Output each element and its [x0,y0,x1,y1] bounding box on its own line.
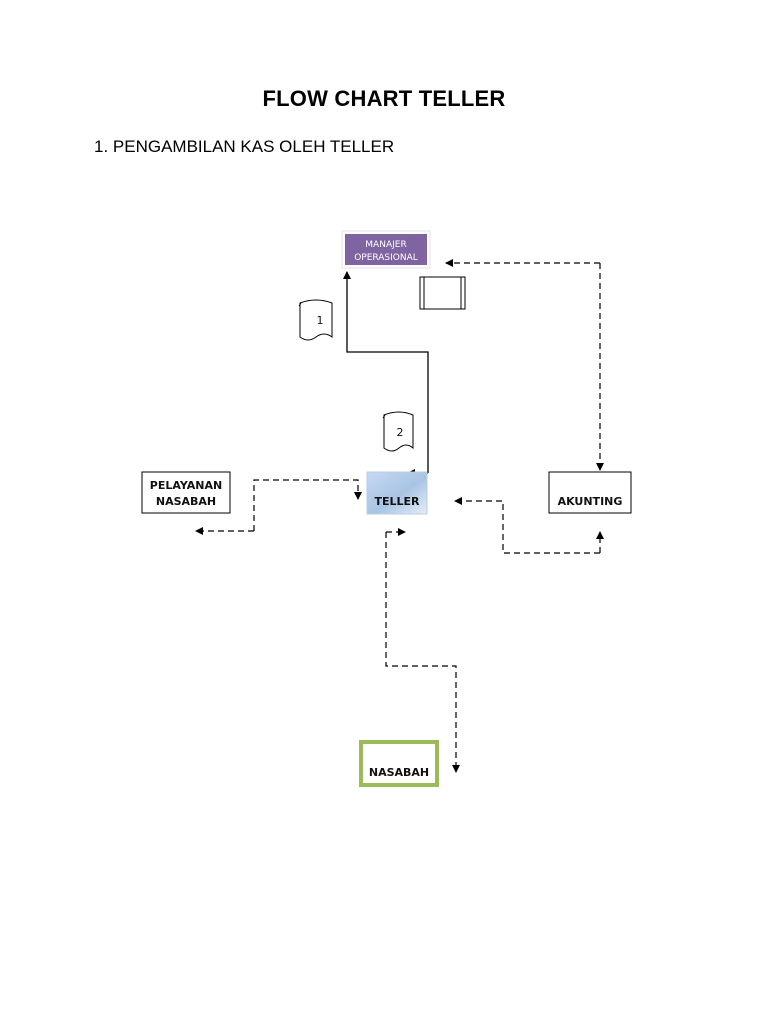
pelayanan-nasabah-box [141,471,231,514]
teller-label: TELLER [374,495,420,508]
akunting-node: AKUNTING [548,471,632,514]
document-number-2: 2 [397,426,404,439]
nasabah-box [359,740,439,787]
section-heading: 1. PENGAMBILAN KAS OLEH TELLER [94,137,395,156]
document-number-1: 1 [317,314,324,327]
nasabah-node: NASABAH [359,740,439,787]
dashed-connector-teller-pelayanan [195,479,362,535]
page-title: FLOW CHART TELLER [262,86,506,111]
document-shape-2: 2 [382,411,414,452]
akunting-label: AKUNTING [558,495,623,508]
dashed-connector-manajer-akunting [445,259,604,471]
pelayanan-nasabah-node: PELAYANAN NASABAH [141,471,231,514]
manajer-operasional-node: MANAJER OPERASIONAL [341,230,431,269]
predefined-process-shape [419,276,466,310]
pelayanan-label-line1: PELAYANAN [150,479,222,492]
nasabah-label: NASABAH [369,766,429,779]
pelayanan-label-line2: NASABAH [156,495,216,508]
teller-box [366,471,428,515]
akunting-box [548,471,632,514]
dashed-connector-akunting-teller [454,497,604,554]
manajer-label-line1: MANAJER [365,240,406,250]
document-shape-1: 1 [298,299,333,341]
teller-node: TELLER [366,471,428,515]
manajer-operasional-box [345,234,427,265]
dashed-connector-teller-nasabah [385,528,460,773]
manajer-label-line2: OPERASIONAL [354,253,418,263]
